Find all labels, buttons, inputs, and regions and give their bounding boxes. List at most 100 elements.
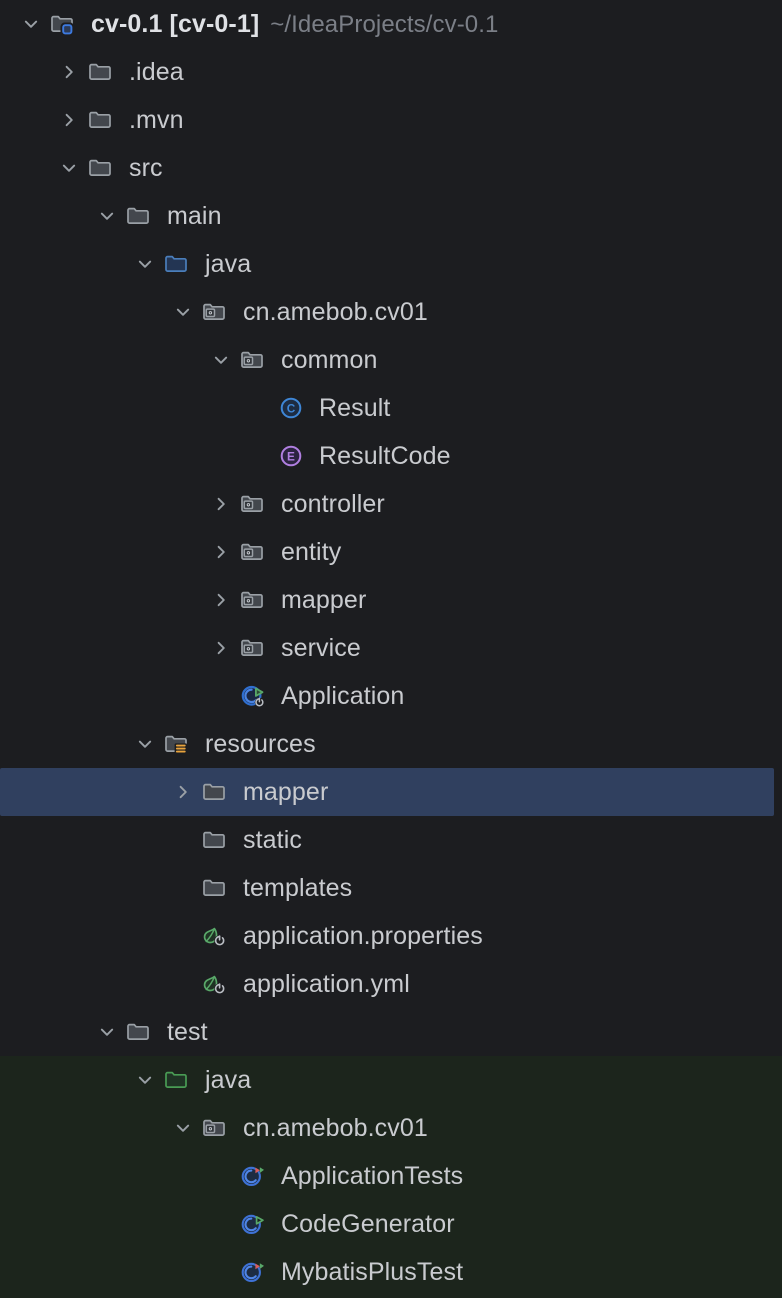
chevron-right-icon[interactable] [204, 576, 238, 624]
indent-spacer [0, 1272, 204, 1273]
tree-row[interactable]: application.properties [0, 912, 782, 960]
tree-row[interactable]: templates [0, 864, 782, 912]
chevron-down-icon[interactable] [166, 288, 200, 336]
folder-icon [124, 192, 158, 240]
tree-row-label: cv-0.1 [cv-0-1]~/IdeaProjects/cv-0.1 [91, 10, 498, 39]
chevron-right-icon[interactable] [204, 528, 238, 576]
tree-row[interactable]: CodeGenerator [0, 1200, 782, 1248]
tree-row-name: templates [243, 873, 353, 902]
folder-icon [200, 816, 234, 864]
indent-spacer [0, 1032, 90, 1033]
tree-row[interactable]: mapper [0, 576, 782, 624]
chevron-right-icon[interactable] [166, 768, 200, 816]
tree-row-name: cn.amebob.cv01 [243, 297, 428, 326]
package-icon [200, 288, 234, 336]
tree-row-name: entity [281, 537, 342, 566]
indent-spacer [0, 24, 14, 25]
tree-row[interactable]: resources [0, 720, 782, 768]
chevron-down-icon[interactable] [90, 192, 124, 240]
tree-row[interactable]: service [0, 624, 782, 672]
chevron-down-icon[interactable] [128, 240, 162, 288]
tree-row-label: templates [243, 874, 352, 903]
indent-spacer [0, 360, 204, 361]
tree-row[interactable]: .mvn [0, 96, 782, 144]
tree-row[interactable]: cn.amebob.cv01 [0, 1104, 782, 1152]
tree-row-label: controller [281, 490, 385, 519]
chevron-down-icon[interactable] [14, 0, 48, 48]
tree-row[interactable]: cv-0.1 [cv-0-1]~/IdeaProjects/cv-0.1 [0, 0, 782, 48]
chevron-down-icon[interactable] [52, 144, 86, 192]
indent-spacer [0, 504, 204, 505]
tree-row[interactable]: C Result [0, 384, 782, 432]
tree-row[interactable]: Application [0, 672, 782, 720]
package-icon [238, 480, 272, 528]
chevron-right-icon[interactable] [204, 624, 238, 672]
twisty-placeholder [204, 672, 238, 720]
tree-row[interactable]: src [0, 144, 782, 192]
indent-spacer [0, 936, 166, 937]
tree-row-label: resources [205, 730, 316, 759]
tree-row-label: application.yml [243, 970, 410, 999]
tree-row-name: java [205, 1065, 252, 1094]
chevron-down-icon[interactable] [90, 1008, 124, 1056]
package-icon [238, 336, 272, 384]
tree-row-name: cv-0.1 [cv-0-1] [91, 9, 260, 38]
twisty-placeholder [204, 1200, 238, 1248]
svg-text:E: E [287, 450, 295, 464]
tree-row[interactable]: main [0, 192, 782, 240]
tree-row[interactable]: cn.amebob.cv01 [0, 288, 782, 336]
tree-row[interactable]: mapper [0, 768, 774, 816]
test-class-run-icon [238, 1248, 272, 1296]
twisty-placeholder [204, 1152, 238, 1200]
tree-row-name: static [243, 825, 302, 854]
tree-row-name: ApplicationTests [281, 1161, 464, 1190]
test-sources-highlight-band [0, 1056, 782, 1298]
spring-config-file-icon [200, 960, 234, 1008]
tree-row[interactable]: java [0, 240, 782, 288]
indent-spacer [0, 1128, 166, 1129]
tree-row[interactable]: E ResultCode [0, 432, 782, 480]
tree-row-label: .idea [129, 58, 184, 87]
package-icon [200, 1104, 234, 1152]
tree-row[interactable]: java [0, 1056, 782, 1104]
chevron-right-icon[interactable] [204, 480, 238, 528]
spring-config-file-icon [200, 912, 234, 960]
indent-spacer [0, 696, 204, 697]
tree-row-name: ResultCode [319, 441, 451, 470]
indent-spacer [0, 792, 166, 793]
indent-spacer [0, 168, 52, 169]
tree-row[interactable]: ApplicationTests [0, 1152, 782, 1200]
indent-spacer [0, 744, 128, 745]
indent-spacer [0, 1176, 204, 1177]
source-root-folder-icon [162, 240, 196, 288]
chevron-right-icon[interactable] [52, 48, 86, 96]
chevron-down-icon[interactable] [204, 336, 238, 384]
twisty-placeholder [166, 816, 200, 864]
tree-row[interactable]: MybatisPlusTest [0, 1248, 782, 1296]
tree-row-label: static [243, 826, 302, 855]
tree-row[interactable]: common [0, 336, 782, 384]
tree-row-label: main [167, 202, 222, 231]
folder-icon [86, 144, 120, 192]
tree-row-name: java [205, 249, 252, 278]
tree-row-label: mapper [281, 586, 366, 615]
chevron-down-icon[interactable] [128, 720, 162, 768]
tree-row[interactable]: static [0, 816, 782, 864]
chevron-right-icon[interactable] [52, 96, 86, 144]
chevron-down-icon[interactable] [166, 1104, 200, 1152]
chevron-down-icon[interactable] [128, 1056, 162, 1104]
tree-row-label: java [205, 250, 251, 279]
tree-row[interactable]: application.yml [0, 960, 782, 1008]
twisty-placeholder [242, 384, 276, 432]
tree-row[interactable]: .idea [0, 48, 782, 96]
tree-row[interactable]: test [0, 1008, 782, 1056]
tree-row[interactable]: controller [0, 480, 782, 528]
tree-row-name: common [281, 345, 378, 374]
tree-row-label: ApplicationTests [281, 1162, 463, 1191]
tree-row[interactable]: entity [0, 528, 782, 576]
package-icon [238, 528, 272, 576]
tree-row-label: Result [319, 394, 390, 423]
folder-icon [86, 96, 120, 144]
svg-text:C: C [287, 402, 296, 416]
